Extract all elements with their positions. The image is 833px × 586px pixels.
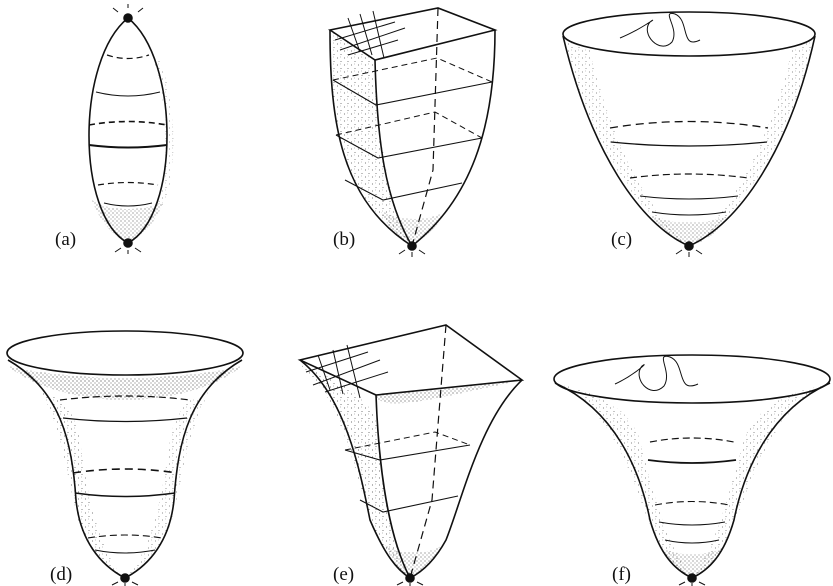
panel-b-tip — [408, 242, 416, 250]
panel-f-shading-left — [560, 385, 692, 578]
panel-e-right-edge — [410, 380, 522, 578]
panel-a-ring-5 — [98, 183, 158, 186]
panel-d-rim — [7, 331, 243, 375]
panel-a-bottom-pole — [124, 239, 132, 247]
panel-f-ring-4 — [659, 522, 725, 525]
panel-c-ring-5 — [652, 212, 726, 215]
panel-c — [563, 12, 815, 257]
panel-e-shading-top — [376, 380, 522, 403]
panel-a-ring-2 — [96, 92, 160, 96]
panel-b-tip-rays — [399, 250, 425, 257]
panel-e-label: (e) — [333, 564, 354, 585]
panel-c-ring-2 — [611, 142, 767, 146]
panel-d — [7, 331, 243, 586]
panel-a-ring-1 — [107, 55, 149, 59]
panel-a — [89, 4, 173, 254]
panel-f-shading-right — [692, 385, 825, 578]
panel-f-curl — [615, 356, 698, 390]
panel-f-rim — [554, 355, 830, 403]
panel-a-ring-4 — [89, 145, 167, 148]
panel-e-tip — [406, 574, 414, 582]
panel-c-label: (c) — [611, 229, 632, 250]
panel-a-shading-side — [154, 60, 173, 205]
panel-b-back-edge — [412, 8, 438, 246]
panel-f-ring-5 — [665, 540, 719, 543]
panel-c-ring-4 — [640, 196, 738, 199]
panel-c-curl — [620, 13, 700, 46]
panel-d-ring-4 — [75, 493, 175, 497]
panel-d-tip — [121, 574, 129, 582]
panel-c-ring-1 — [610, 122, 768, 129]
panel-f-ring-1 — [650, 438, 734, 442]
panel-b-right-edge — [412, 30, 495, 246]
panel-c-rim — [563, 12, 815, 56]
panel-f — [554, 355, 830, 586]
panel-a-ring-6 — [104, 203, 152, 206]
panel-c-ring-3 — [630, 174, 748, 178]
panel-c-tip-rays — [676, 250, 702, 257]
panel-a-label: (a) — [55, 229, 76, 250]
panel-c-tip — [685, 242, 693, 250]
panel-e — [300, 325, 522, 586]
panel-f-label: (f) — [612, 564, 631, 585]
panel-a-top-pole — [124, 14, 132, 22]
panel-b-label: (b) — [333, 229, 355, 250]
panel-d-label: (d) — [50, 564, 72, 585]
panel-f-tip — [688, 574, 696, 582]
panel-b — [330, 8, 495, 257]
panel-a-ring-3 — [89, 122, 167, 126]
panel-d-ring-2 — [63, 418, 187, 422]
panel-d-ring-3 — [73, 469, 177, 473]
panel-f-ring-3 — [655, 502, 729, 506]
panel-f-ring-2 — [648, 460, 736, 463]
